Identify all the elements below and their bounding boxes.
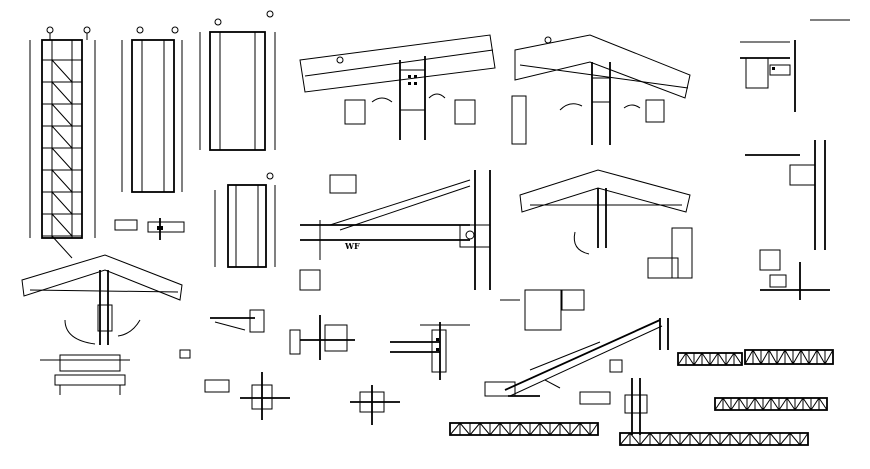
base-plate-details (114, 218, 185, 240)
purlin-connection-details (179, 309, 400, 425)
sloped-truss-detail (484, 318, 669, 397)
wf-section-mark: WF (345, 241, 360, 251)
footing-details (54, 359, 623, 405)
column-detail-right (745, 140, 830, 300)
right-truss-2 (744, 349, 834, 365)
frame-elevation-1 (29, 26, 96, 259)
truss-support-post (624, 378, 648, 435)
ridge-connection-detail-1 (299, 34, 496, 140)
bottom-truss-1 (449, 422, 599, 436)
ridge-connection-detail-2 (511, 34, 691, 145)
frame-elevation-4 (214, 172, 276, 268)
right-truss-3 (714, 397, 828, 411)
right-truss-1 (677, 352, 743, 366)
frame-elevation-3 (199, 10, 276, 151)
beam-column-splice (390, 322, 470, 380)
frame-elevation-2 (121, 26, 183, 193)
ridge-connection-detail-3 (519, 169, 693, 311)
bottom-truss-2 (619, 432, 809, 446)
rafter-tie-detail (299, 170, 562, 331)
eave-detail-top-right (740, 19, 850, 112)
ridge-connection-detail-4 (21, 254, 183, 372)
